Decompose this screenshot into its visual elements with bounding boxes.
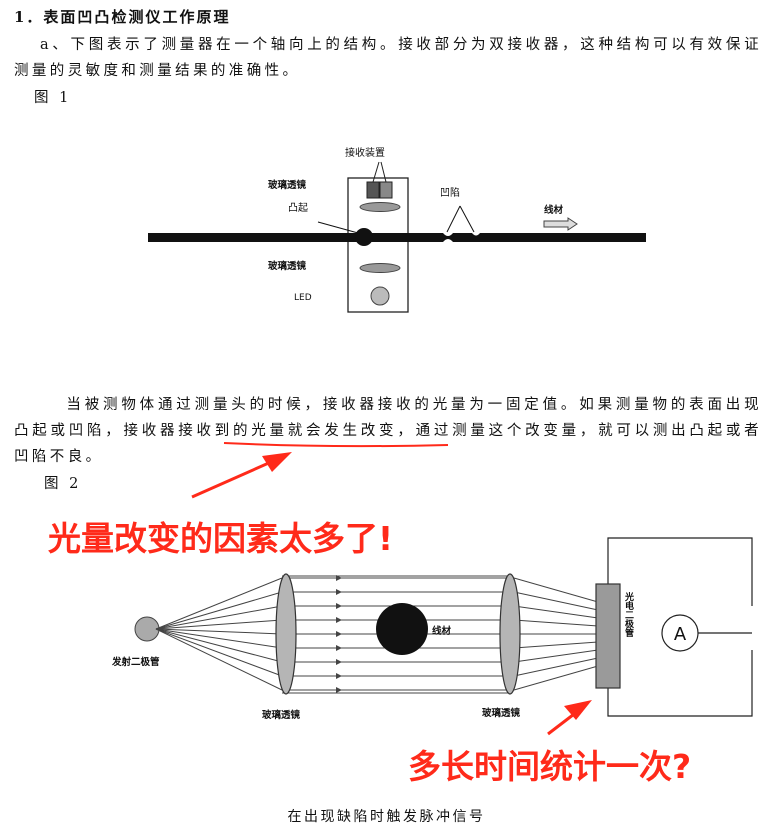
photodiode-label: 光电二极管 <box>623 591 635 638</box>
red-arrow-2-head <box>564 700 592 720</box>
receiver-leader-right <box>380 161 387 183</box>
bottom-lens-label: 玻璃透镜 <box>268 260 307 272</box>
led-label: LED <box>294 293 312 303</box>
beam-arrowheads <box>336 575 342 693</box>
dent-notch-bottom-1 <box>443 239 453 242</box>
bottom-lens <box>359 263 401 273</box>
bump-label: 凸起 <box>288 202 308 214</box>
top-lens <box>359 202 401 212</box>
right-lens-label: 玻璃透镜 <box>482 707 521 719</box>
annotation-note-statistics-interval: 多长时间统计一次? <box>408 747 692 786</box>
figure-2-diagram: A <box>111 537 760 736</box>
annotation-underline-svg <box>191 442 449 499</box>
figure-2-caption: 在出现缺陷时触发脉冲信号 <box>287 809 486 825</box>
wire-label-2: 线材 <box>432 625 452 637</box>
figure-2-label: 图 2 <box>44 476 82 492</box>
wire-bar <box>148 233 646 242</box>
dent-notch-top-1 <box>443 233 453 236</box>
red-arrow-1-shaft <box>191 456 281 499</box>
emitter-label: 发射二极管 <box>111 656 160 668</box>
figure-1-label: 图 1 <box>34 90 72 106</box>
dent-notch-top-2 <box>472 233 480 236</box>
red-underline <box>223 442 449 448</box>
receiver-left <box>366 181 380 199</box>
left-lens <box>275 573 297 695</box>
meter-gap <box>744 606 760 650</box>
receiver-device-label: 接收装置 <box>345 146 385 159</box>
paragraph-structure: a、下图表示了测量器在一个轴向上的结构。接收部分为双接收器，这种结构可以有效保证… <box>14 32 762 84</box>
receiver-leader-left <box>372 161 380 183</box>
paragraph-principle-text-2: ，通过测量这个改变量，就可以测出凸起或者凹陷不良。 <box>14 423 762 465</box>
converging-beam <box>513 577 599 691</box>
paragraph-principle: 当被测物体通过测量头的时候，接收器接收的光量为一固定值。如果测量物的表面出现凸起… <box>14 392 762 470</box>
right-lens <box>499 573 521 695</box>
dent-leader-right <box>459 205 475 233</box>
photodiode <box>595 583 621 689</box>
led-source <box>370 286 390 306</box>
diverging-beam <box>155 577 283 691</box>
red-arrow-1-head <box>262 452 292 472</box>
underlined-phrase: 接收到的光量就会发生改变 <box>178 423 398 439</box>
top-lens-label: 玻璃透镜 <box>268 179 307 191</box>
bump-marker <box>355 228 373 246</box>
annotation-note-light-factors: 光量改变的因素太多了! <box>48 519 394 558</box>
direction-arrow-icon <box>543 217 578 231</box>
receiver-right <box>379 181 393 199</box>
section-heading: 1．表面凹凸检测仪工作原理 <box>14 8 231 26</box>
figure-1-diagram: 接收装置 玻璃透镜 凸起 凹陷 线材 玻璃透镜 LED <box>148 146 646 313</box>
wire-label: 线材 <box>544 204 564 216</box>
bump-leader <box>317 221 359 234</box>
dent-label: 凹陷 <box>440 186 460 199</box>
paragraph-principle-text-1: 当被测物体通过测量头的时候，接收器接收的光量为一固定值。如果测量物的表面出现凸起… <box>14 397 762 439</box>
ammeter-label: A <box>674 624 687 645</box>
dent-leader-left <box>446 205 461 233</box>
emitter-diode <box>134 616 160 642</box>
wire-cross-section <box>376 603 428 655</box>
paragraph-structure-text: a、下图表示了测量器在一个轴向上的结构。接收部分为双接收器，这种结构可以有效保证… <box>14 37 762 79</box>
left-lens-label: 玻璃透镜 <box>262 709 301 721</box>
